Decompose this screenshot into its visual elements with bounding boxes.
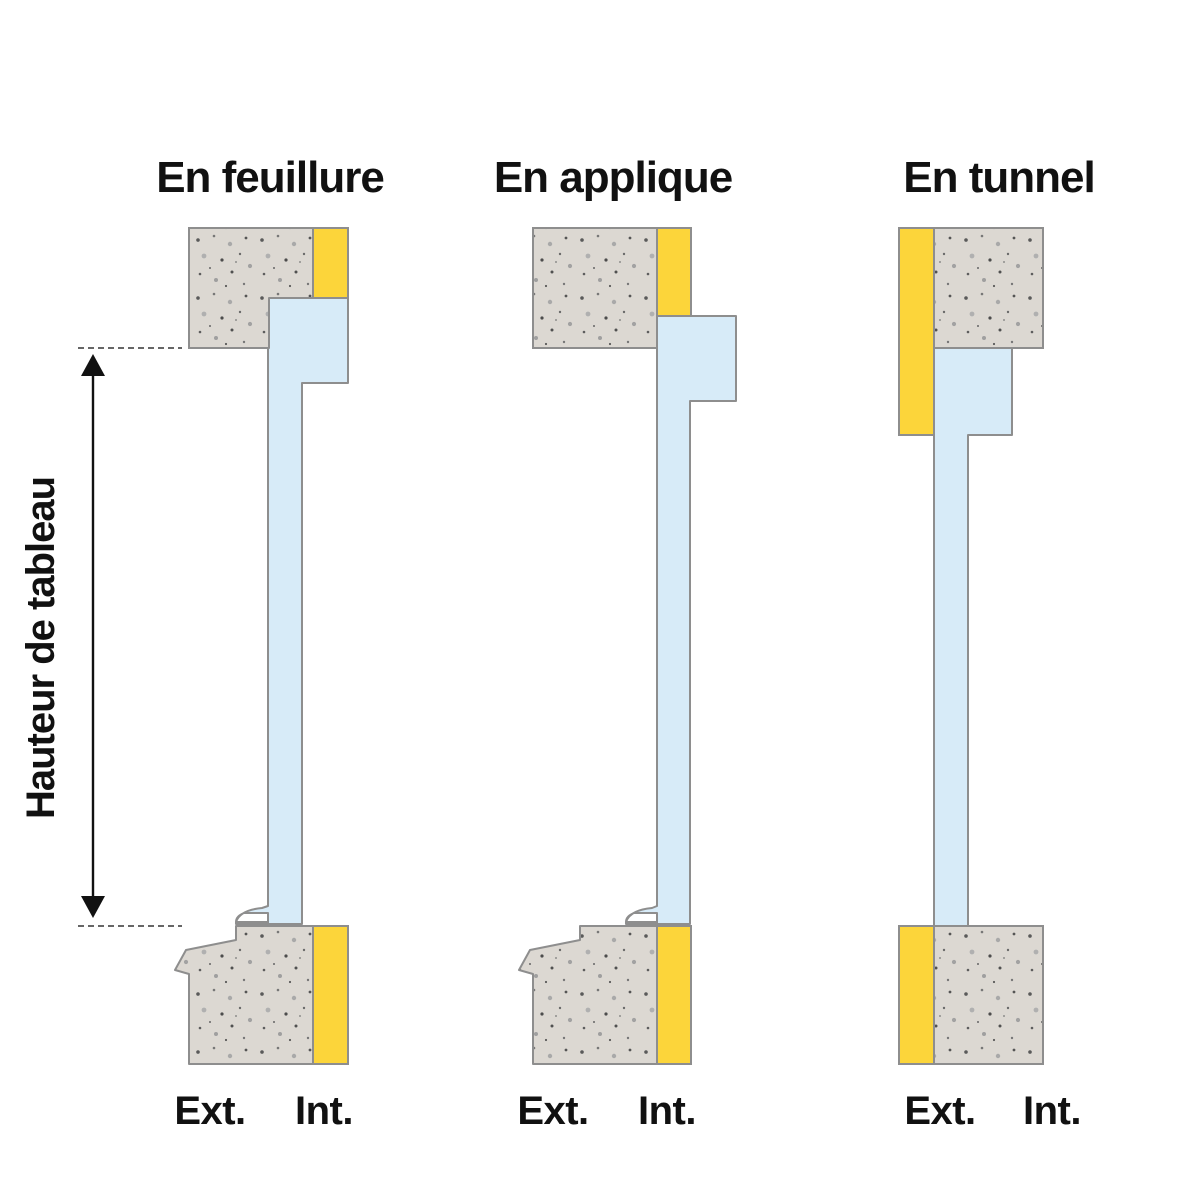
panel-en-feuillure: En feuillure Ext. Int. — [156, 153, 385, 1133]
sill-masonry — [518, 925, 658, 1065]
dimension-arrow-up-icon — [81, 354, 105, 376]
exterior-label: Ext. — [174, 1089, 245, 1133]
lintel-masonry — [532, 227, 658, 349]
interior-label: Int. — [638, 1089, 696, 1133]
panel-title: En feuillure — [156, 153, 384, 202]
sill-insulation — [312, 925, 349, 1065]
panel-en-tunnel: En tunnel Ext. Int. — [898, 153, 1096, 1133]
window-frame — [933, 347, 1013, 927]
exterior-insulation-bottom — [898, 925, 935, 1065]
panel-title: En applique — [494, 153, 732, 202]
exterior-label: Ext. — [517, 1089, 588, 1133]
sill-masonry — [174, 925, 314, 1065]
panel-en-applique: En applique Ext. Int. — [494, 153, 737, 1133]
window-frame — [625, 315, 737, 925]
lintel-masonry — [933, 227, 1044, 349]
interior-label: Int. — [295, 1089, 353, 1133]
panel-title: En tunnel — [903, 153, 1094, 202]
lintel-insulation — [312, 227, 349, 299]
dimension-label: Hauteur de tableau — [19, 477, 63, 819]
sill-masonry — [933, 925, 1044, 1065]
sill-insulation — [656, 925, 692, 1065]
window-frame — [235, 297, 349, 925]
interior-label: Int. — [1023, 1089, 1081, 1133]
lintel-insulation — [656, 227, 692, 317]
exterior-insulation-top — [898, 227, 935, 436]
dimension-arrow-down-icon — [81, 896, 105, 918]
exterior-label: Ext. — [904, 1089, 975, 1133]
dimension-indicator: Hauteur de tableau — [19, 347, 182, 927]
